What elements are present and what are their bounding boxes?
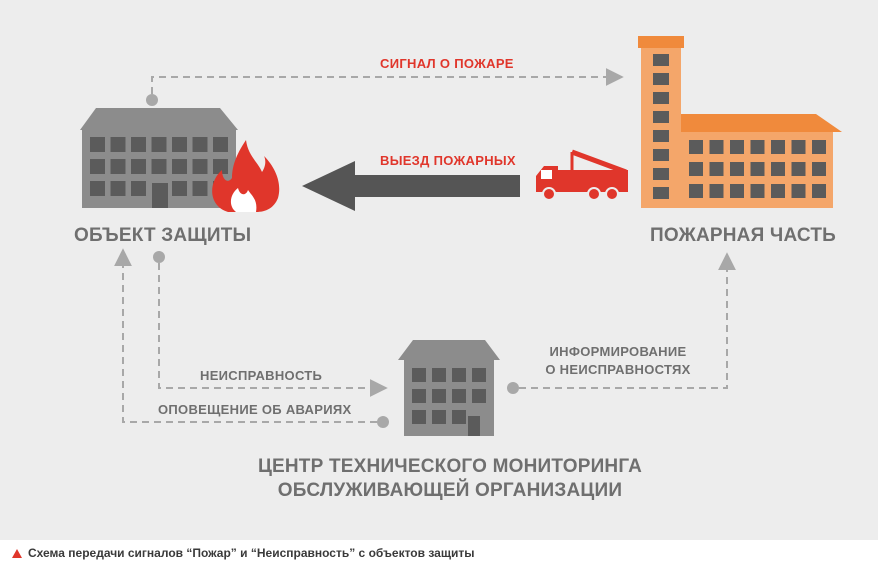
caption-text: Схема передачи сигналов “Пожар” и “Неисп… — [28, 546, 475, 560]
window — [730, 162, 744, 176]
window — [151, 137, 167, 152]
window — [472, 389, 486, 403]
window — [750, 184, 765, 198]
window — [730, 140, 744, 154]
window — [412, 389, 426, 403]
window — [472, 368, 486, 382]
figure-caption: Схема передачи сигналов “Пожар” и “Неисп… — [12, 546, 474, 560]
office-building-icon — [80, 108, 238, 208]
monitoring-center-label-line1: ЦЕНТР ТЕХНИЧЕСКОГО МОНИТОРИНГА — [257, 456, 643, 477]
diagram: СИГНАЛ О ПОЖАРЕ ВЫЕЗД ПОЖАРНЫХ ОБЪЕКТ ЗА… — [0, 0, 878, 540]
window — [791, 140, 806, 154]
window — [452, 410, 466, 424]
window — [432, 389, 446, 403]
window — [730, 184, 744, 198]
window — [90, 181, 105, 196]
window — [653, 130, 669, 142]
inform-label-line1: ИНФОРМИРОВАНИЕ — [549, 344, 687, 359]
window — [653, 149, 669, 161]
window — [750, 140, 765, 154]
accident-alert-label: ОПОВЕЩЕНИЕ ОБ АВАРИЯХ — [158, 402, 352, 417]
window — [791, 162, 806, 176]
window — [653, 168, 669, 180]
protected-object-label: ОБЪЕКТ ЗАЩИТЫ — [74, 225, 252, 246]
window — [172, 137, 187, 152]
window — [110, 181, 126, 196]
inform-label-line2: О НЕИСПРАВНОСТЯХ — [545, 362, 691, 377]
window — [432, 410, 446, 424]
window — [653, 111, 669, 123]
accident-alert-connector — [114, 248, 389, 428]
window — [689, 140, 703, 154]
window — [172, 181, 187, 196]
window — [812, 140, 826, 154]
window — [653, 54, 669, 66]
window — [771, 184, 785, 198]
window — [689, 162, 703, 176]
malfunction-connector — [153, 251, 388, 397]
window — [771, 140, 785, 154]
window — [653, 187, 669, 199]
window — [110, 159, 126, 174]
window — [812, 184, 826, 198]
monitoring-center-label-line2: ОБСЛУЖИВАЮЩЕЙ ОРГАНИЗАЦИИ — [277, 480, 623, 501]
diagram-graphics — [80, 36, 842, 436]
malfunction-label: НЕИСПРАВНОСТЬ — [200, 368, 323, 383]
window — [791, 184, 806, 198]
window — [412, 410, 426, 424]
window — [452, 389, 466, 403]
window — [653, 92, 669, 104]
window — [412, 368, 426, 382]
window — [653, 73, 669, 85]
flame-icon — [212, 140, 280, 212]
window — [90, 159, 105, 174]
fire-station-label: ПОЖАРНАЯ ЧАСТЬ — [650, 225, 837, 246]
window — [90, 137, 105, 152]
window — [192, 137, 208, 152]
monitoring-building-icon — [398, 340, 500, 436]
window — [110, 137, 126, 152]
fire-departure-label: ВЫЕЗД ПОЖАРНЫХ — [380, 153, 516, 168]
window — [131, 159, 146, 174]
window — [192, 181, 208, 196]
window — [151, 159, 167, 174]
window — [172, 159, 187, 174]
window — [709, 162, 724, 176]
fire-signal-connector — [146, 68, 624, 106]
window — [131, 137, 146, 152]
window — [709, 184, 724, 198]
fire-station-icon — [638, 36, 842, 208]
window — [689, 184, 703, 198]
window — [750, 162, 765, 176]
window — [192, 159, 208, 174]
fire-truck-icon — [536, 149, 628, 201]
window — [213, 137, 228, 152]
fire-signal-label: СИГНАЛ О ПОЖАРЕ — [380, 56, 514, 71]
window — [432, 368, 446, 382]
window — [771, 162, 785, 176]
window — [452, 368, 466, 382]
window — [131, 181, 146, 196]
window — [812, 162, 826, 176]
red-triangle-icon — [12, 549, 22, 558]
fire-departure-arrow — [302, 161, 520, 211]
inform-connector — [507, 252, 736, 394]
window — [709, 140, 724, 154]
window — [213, 159, 228, 174]
